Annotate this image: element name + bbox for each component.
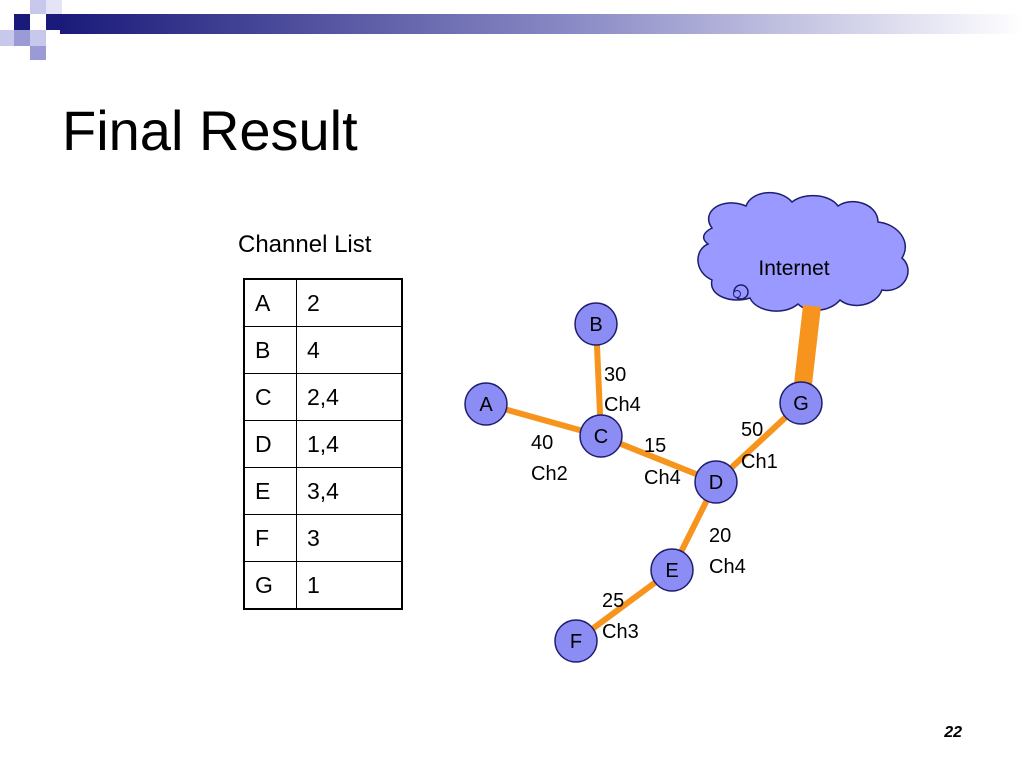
node-d: D xyxy=(694,460,738,504)
link-channel: Ch1 xyxy=(741,451,778,473)
table-row: F 3 xyxy=(243,514,403,562)
node-f: F xyxy=(554,619,598,663)
node-a: A xyxy=(464,382,508,426)
link-channel: Ch4 xyxy=(644,467,681,489)
node-c: C xyxy=(579,414,623,458)
channel-cell: 1,4 xyxy=(296,420,403,468)
link-label-e-f: 25 Ch3 xyxy=(602,590,639,643)
link-channel: Ch2 xyxy=(531,463,568,485)
node-label: G xyxy=(793,393,809,415)
link-weight: 30 xyxy=(604,364,626,386)
node-label: B xyxy=(589,314,602,336)
uplink-g-internet xyxy=(794,304,821,386)
node-circle xyxy=(554,619,598,663)
link-channel: Ch3 xyxy=(602,621,639,643)
channel-cell: 2,4 xyxy=(296,373,403,421)
node-circle xyxy=(650,548,694,592)
node-g: G xyxy=(779,381,823,425)
cloud-shape xyxy=(697,192,909,312)
node-cell: G xyxy=(243,561,297,610)
channel-cell: 2 xyxy=(296,278,403,327)
link-label-b-c: 30 Ch4 xyxy=(604,364,641,416)
header-decoration xyxy=(0,0,1024,60)
channel-list-table: A 2 B 4 C 2,4 D 1,4 E 3,4 F 3 G 1 xyxy=(243,278,403,610)
node-cell: E xyxy=(243,467,297,515)
table-row: D 1,4 xyxy=(243,420,403,468)
internet-cloud: Internet xyxy=(697,192,909,312)
node-label: E xyxy=(665,560,678,582)
channel-list-caption: Channel List xyxy=(238,231,372,258)
cloud-bubble xyxy=(733,290,741,298)
page-title: Final Result xyxy=(62,99,358,162)
node-circle xyxy=(464,382,508,426)
node-circle xyxy=(574,302,618,346)
link-weight: 40 xyxy=(531,432,553,454)
link-weight: 15 xyxy=(644,435,666,457)
node-circle xyxy=(694,460,738,504)
channel-cell: 3 xyxy=(296,514,403,562)
channel-cell: 1 xyxy=(296,561,403,610)
link-label-d-e: 20 Ch4 xyxy=(709,525,746,578)
page-number: 22 xyxy=(944,724,962,741)
table-row: E 3,4 xyxy=(243,467,403,515)
node-cell: B xyxy=(243,326,297,374)
link-label-a-c: 40 Ch2 xyxy=(531,432,568,485)
node-label: C xyxy=(594,426,608,448)
link-label-d-g: 50 Ch1 xyxy=(741,419,778,473)
link-weight: 25 xyxy=(602,590,624,612)
table-row: G 1 xyxy=(243,561,403,610)
link-channel: Ch4 xyxy=(709,556,746,578)
node-label: D xyxy=(709,472,723,494)
node-b: B xyxy=(574,302,618,346)
node-circle xyxy=(779,381,823,425)
node-e: E xyxy=(650,548,694,592)
node-circle xyxy=(579,414,623,458)
node-cell: F xyxy=(243,514,297,562)
link-weight: 50 xyxy=(741,419,763,441)
node-label: A xyxy=(479,394,493,416)
channel-cell: 3,4 xyxy=(296,467,403,515)
table-row: C 2,4 xyxy=(243,373,403,421)
internet-label: Internet xyxy=(758,257,829,280)
table-row: A 2 xyxy=(243,278,403,327)
link-channel: Ch4 xyxy=(604,394,641,416)
link-label-c-d: 15 Ch4 xyxy=(644,435,681,489)
link-weight: 20 xyxy=(709,525,731,547)
node-label: F xyxy=(570,631,582,653)
table-row: B 4 xyxy=(243,326,403,374)
